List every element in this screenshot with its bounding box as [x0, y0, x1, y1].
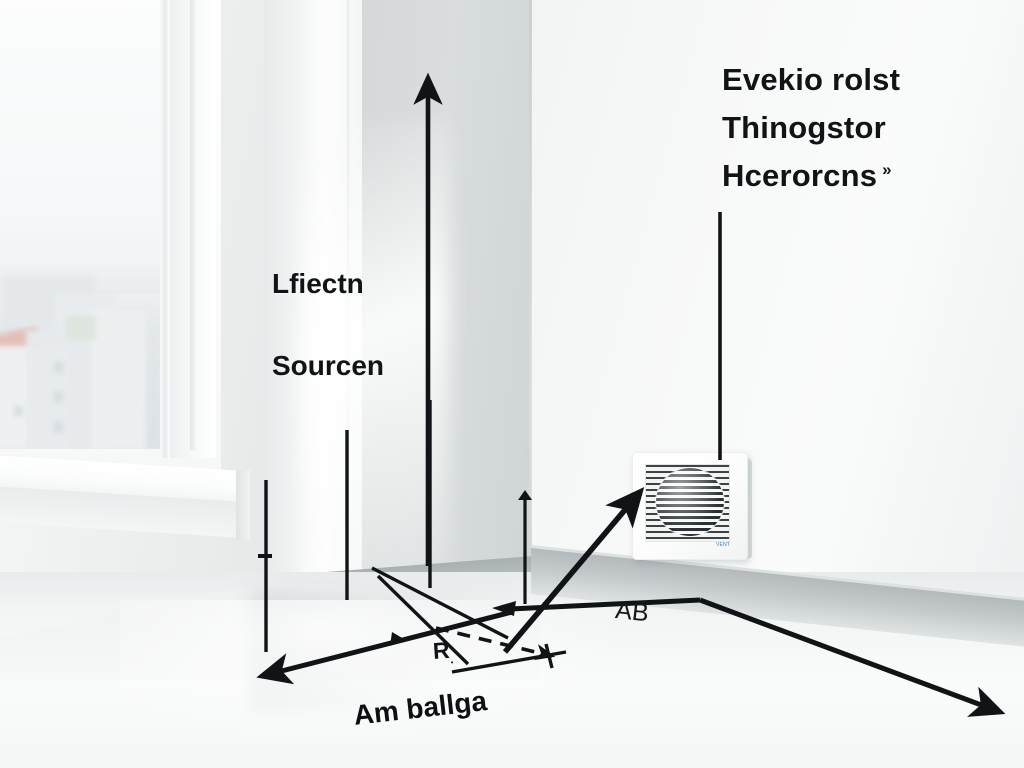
floor-sheen	[120, 600, 640, 750]
window	[0, 0, 222, 489]
wall-corner-seam	[529, 0, 532, 600]
floor-arrow-corner-head	[492, 601, 516, 616]
source-ray-1	[371, 566, 509, 640]
vent-fan[interactable]: VENT	[632, 452, 752, 560]
window-pane-dot-4	[14, 406, 23, 416]
window-pane-dot-2	[54, 392, 63, 402]
left-callout-line-1: Lfiectn	[272, 268, 364, 299]
right-callout-line-2: Thinogstor	[722, 110, 886, 145]
sky	[0, 0, 162, 294]
floor-arrow-left-midmark	[390, 632, 404, 646]
window-mullion	[160, 0, 170, 458]
radius-dashed-arrow	[435, 626, 556, 661]
window-glass	[0, 0, 162, 449]
label-ab: AB	[613, 596, 651, 628]
vent-fan-grille	[645, 464, 730, 542]
window-pane-dot-1	[54, 362, 63, 372]
airflow-arrow-to-fan	[502, 487, 645, 654]
window-reveal-edge	[190, 0, 196, 450]
window-pane-dot-3	[54, 422, 63, 432]
building-near-3	[90, 310, 146, 449]
vent-fan-highlight	[656, 468, 724, 536]
vent-fan-badge: VENT	[716, 542, 731, 548]
floor-arrow-right	[699, 597, 1006, 717]
floor-arrow-left	[256, 609, 513, 685]
label-radius-text: R	[432, 636, 451, 664]
corner-drop-arrowhead	[518, 490, 532, 500]
right-callout-line-1: Evekio rolst	[722, 62, 901, 97]
radius-offset-guide	[451, 650, 567, 674]
floor-arrow-corner-shaft	[509, 597, 701, 612]
tree-green	[66, 316, 96, 340]
left-callout-line-2: Sourcen	[272, 350, 385, 381]
source-ray-2	[376, 574, 470, 666]
label-radius: R.	[432, 637, 454, 668]
right-callout-line-3-text: Hcerorcns	[722, 158, 878, 193]
right-callout-superscript: »	[882, 159, 892, 179]
right-callout-line-3: Hcerorcns»	[722, 158, 892, 194]
